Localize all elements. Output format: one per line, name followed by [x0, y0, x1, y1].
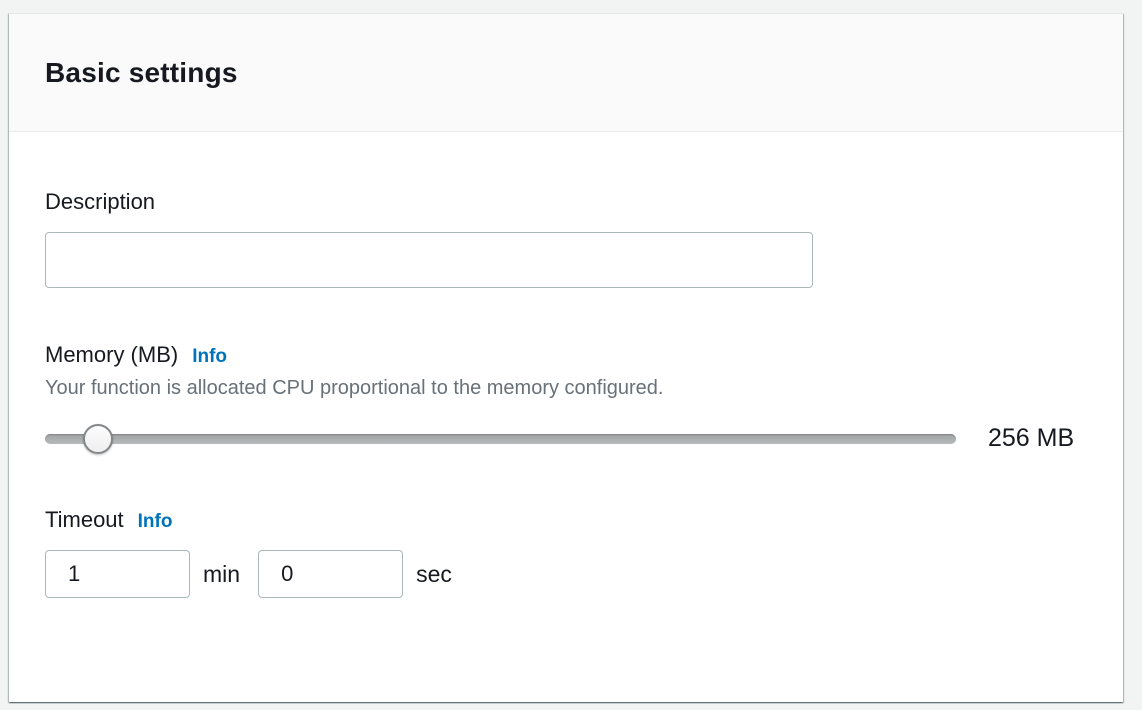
memory-info-link[interactable]: Info: [192, 346, 228, 367]
memory-label: Memory (MB): [45, 342, 179, 367]
memory-helper-text: Your function is allocated CPU proportio…: [45, 377, 664, 399]
timeout-seconds-input[interactable]: [258, 550, 404, 598]
panel-body: Description Memory (MB) Info Your functi…: [9, 132, 1123, 598]
timeout-section: Timeout Info min sec: [45, 507, 1087, 598]
timeout-minutes-input[interactable]: [45, 550, 190, 598]
timeout-label: Timeout: [45, 507, 124, 532]
memory-section: Memory (MB) Info Your function is alloca…: [45, 342, 1087, 454]
description-label: Description: [45, 189, 156, 214]
timeout-label-row: Timeout Info: [45, 507, 1087, 533]
timeout-info-link[interactable]: Info: [137, 511, 173, 532]
timeout-minutes-unit: min: [203, 560, 241, 587]
description-input[interactable]: [45, 232, 813, 288]
timeout-inputs-row: min sec: [45, 550, 1087, 598]
memory-label-row: Memory (MB) Info: [45, 342, 1087, 368]
memory-slider-handle[interactable]: [82, 423, 113, 454]
memory-value: 256 MB: [988, 424, 1075, 452]
memory-slider-track[interactable]: [45, 423, 956, 454]
memory-slider-row: 256 MB: [45, 423, 1087, 454]
description-section: Description: [45, 189, 1087, 288]
basic-settings-panel: Basic settings Description Memory (MB) I…: [9, 13, 1123, 702]
timeout-seconds-unit: sec: [416, 560, 452, 587]
panel-title: Basic settings: [45, 56, 238, 88]
panel-header: Basic settings: [9, 14, 1123, 132]
